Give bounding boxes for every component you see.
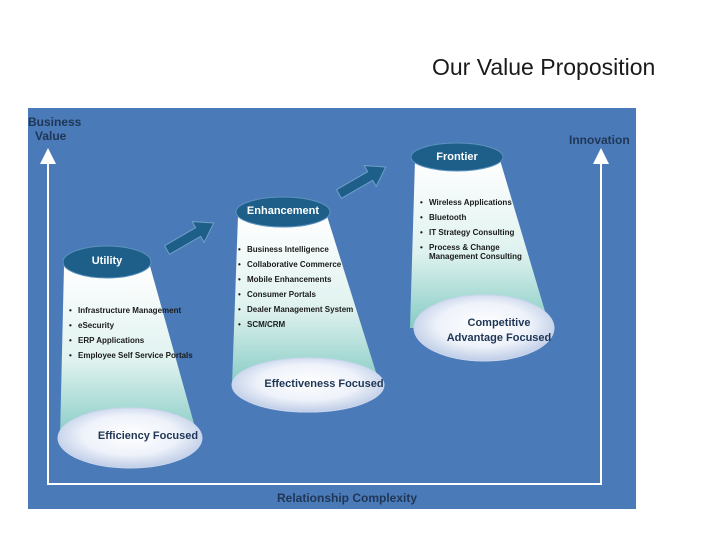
list-item: Employee Self Service Portals xyxy=(69,351,209,360)
list-item: Wireless Applications xyxy=(420,198,532,207)
list-item: Dealer Management System xyxy=(238,305,378,314)
arrow-icon xyxy=(163,221,215,256)
enhancement-title: Enhancement xyxy=(246,205,320,217)
enhancement-cone xyxy=(232,216,380,385)
list-item: Mobile Enhancements xyxy=(238,275,378,284)
enhancement-focus-ellipse xyxy=(231,357,385,413)
enhancement-focus-label: Effectiveness Focused xyxy=(244,377,404,392)
list-item: ERP Applications xyxy=(69,336,209,345)
utility-focus-line1: Efficiency Focused xyxy=(97,430,199,442)
page-title: Our Value Proposition xyxy=(432,54,656,80)
innovation-label: Innovation xyxy=(569,133,630,147)
list-item: Collaborative Commerce xyxy=(238,260,378,269)
frontier-focus-ellipse xyxy=(413,294,555,362)
list-item: Business Intelligence xyxy=(238,245,378,254)
arrow-icon xyxy=(335,165,387,200)
enhancement-focus-line1: Effectiveness Focused xyxy=(264,378,384,390)
frontier-focus-line1: Competitive xyxy=(467,317,531,329)
x-axis-label: Relationship Complexity xyxy=(277,491,418,505)
utility-pill xyxy=(62,245,152,279)
list-item: Process & Change Management Consulting xyxy=(420,243,532,261)
y-axis-label-line1: Business xyxy=(28,115,82,129)
utility-title: Utility xyxy=(91,255,123,267)
list-item: Infrastructure Management xyxy=(69,306,209,315)
frontier-item-list: Wireless Applications Bluetooth IT Strat… xyxy=(420,198,532,267)
frontier-title: Frontier xyxy=(436,151,478,163)
y-axis-label: Business Value xyxy=(28,115,81,143)
utility-item-list: Infrastructure Management eSecurity ERP … xyxy=(69,306,209,366)
list-item: Consumer Portals xyxy=(238,290,378,299)
frontier-focus-line2: Advantage Focused xyxy=(446,332,552,344)
y-axis-label-line2: Value xyxy=(35,129,67,143)
list-item: eSecurity xyxy=(69,321,209,330)
utility-focus-ellipse xyxy=(57,407,203,469)
list-item: SCM/CRM xyxy=(238,320,378,329)
utility-focus-label: Efficiency Focused xyxy=(72,429,224,444)
frontier-focus-label: Competitive Advantage Focused xyxy=(424,316,574,346)
enhancement-pill xyxy=(235,196,331,228)
list-item: IT Strategy Consulting xyxy=(420,228,532,237)
enhancement-item-list: Business Intelligence Collaborative Comm… xyxy=(238,245,378,335)
frontier-pill xyxy=(410,142,504,172)
list-item: Bluetooth xyxy=(420,213,532,222)
